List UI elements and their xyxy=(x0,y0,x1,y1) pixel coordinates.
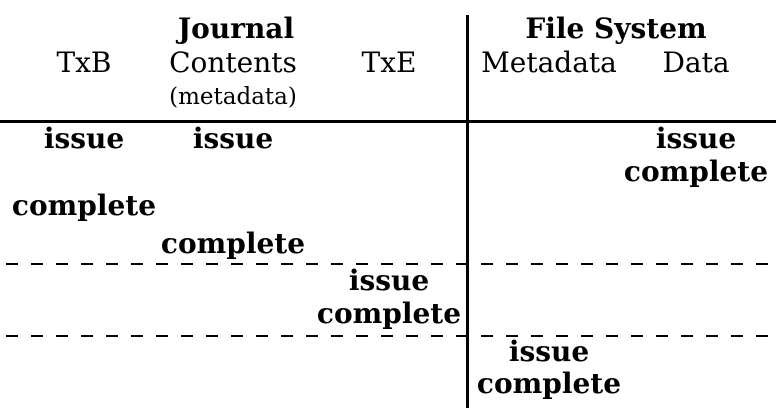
barrier-dashed-line-2 xyxy=(6,335,776,337)
journal-group-header: Journal xyxy=(177,12,295,45)
column-header-txb: TxB xyxy=(56,46,112,79)
barrier-dashed-line-1 xyxy=(6,263,776,265)
event-metadata-complete: complete xyxy=(476,367,622,400)
event-contents-issue: issue xyxy=(192,122,274,155)
column-header-txe: TxE xyxy=(361,46,417,79)
header-rule-line xyxy=(0,120,776,123)
journal-filesystem-divider-line xyxy=(466,15,469,408)
column-header-contents: Contents xyxy=(169,46,297,79)
event-txb-issue: issue xyxy=(43,122,125,155)
event-data-issue: issue xyxy=(655,122,737,155)
column-header-metadata: Metadata xyxy=(481,46,617,79)
event-txe-complete: complete xyxy=(316,297,462,330)
column-header-contents-note: (metadata) xyxy=(169,84,297,110)
event-txb-complete: complete xyxy=(11,189,157,222)
event-contents-complete: complete xyxy=(160,227,306,260)
column-header-data: Data xyxy=(662,46,730,79)
filesystem-group-header: File System xyxy=(525,12,707,45)
event-txe-issue: issue xyxy=(348,264,430,297)
event-metadata-issue: issue xyxy=(508,335,590,368)
event-data-complete: complete xyxy=(623,155,769,188)
